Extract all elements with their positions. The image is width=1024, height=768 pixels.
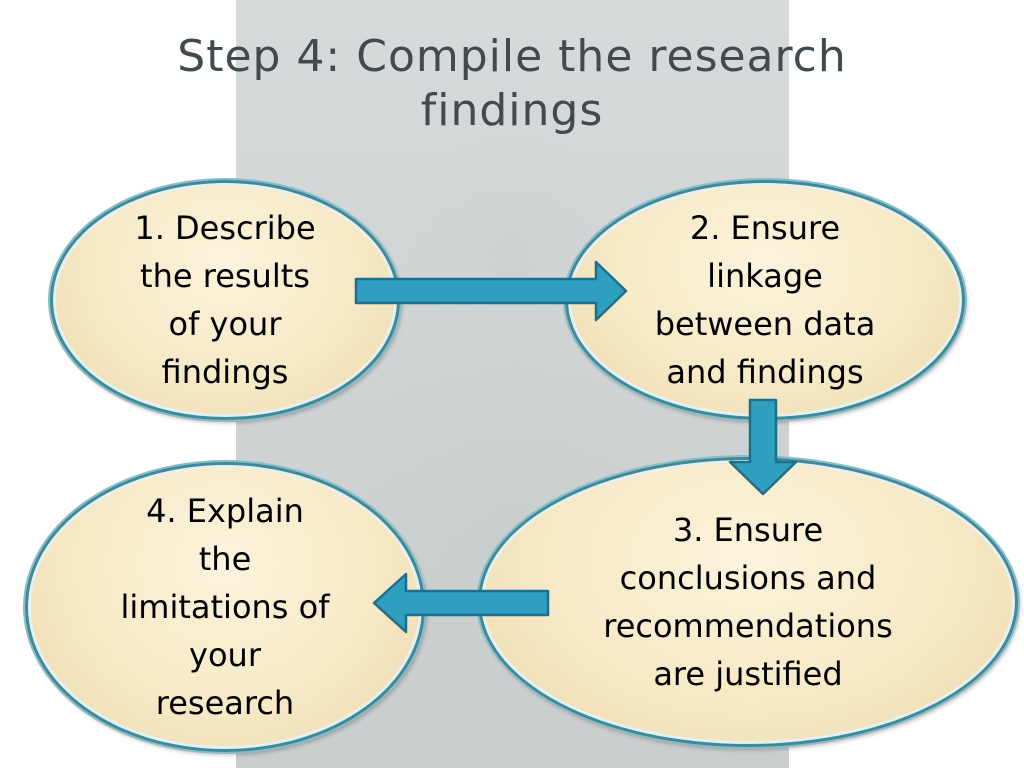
step-4-label: 4. Explain the limitations of your resea… xyxy=(120,492,330,722)
arrow-step2-to-step3 xyxy=(728,398,798,496)
step-4-node: 4. Explain the limitations of your resea… xyxy=(25,462,425,752)
step-3-node: 3. Ensure conclusions and recommendation… xyxy=(478,457,1018,747)
step-2-label: 2. Ensure linkage between data and findi… xyxy=(654,209,876,391)
step-1-label: 1. Describe the results of your findings xyxy=(134,209,316,391)
arrow-step1-to-step2 xyxy=(354,260,628,322)
arrow-step3-to-step4 xyxy=(372,572,550,634)
step-3-label: 3. Ensure conclusions and recommendation… xyxy=(603,511,893,693)
slide-title: Step 4: Compile the research findings xyxy=(177,31,847,136)
